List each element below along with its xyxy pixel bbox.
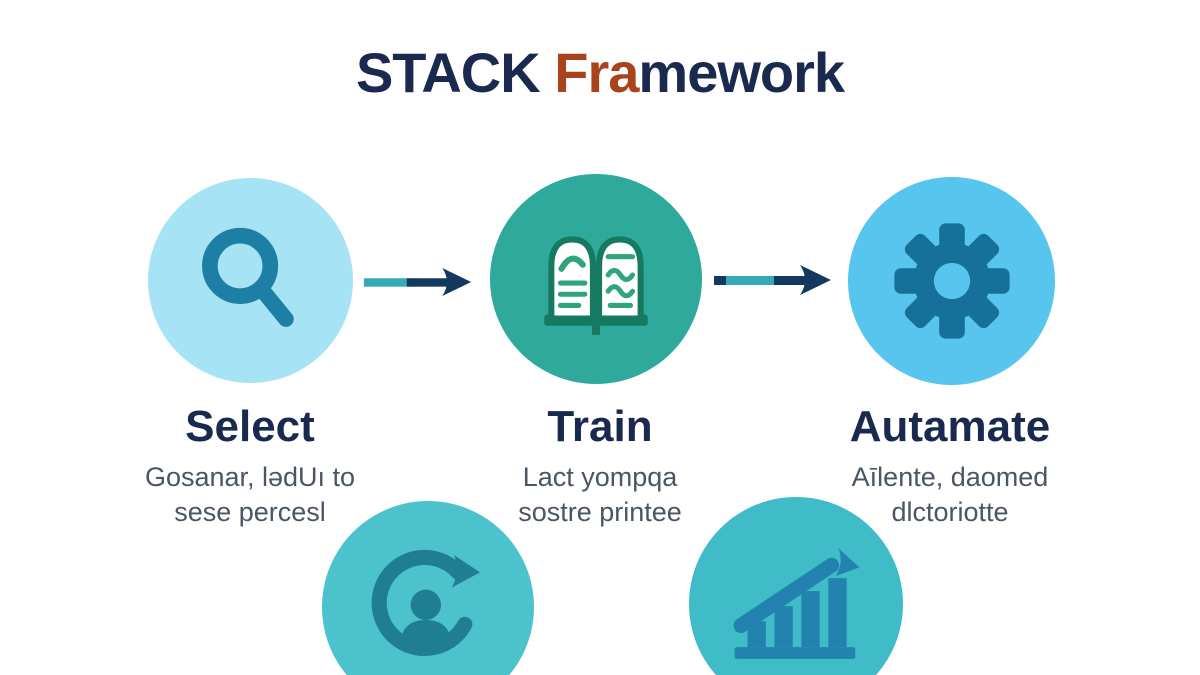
- automate-desc-line2: dlctoriotte: [891, 497, 1009, 527]
- automate-step-title: Autamate: [849, 402, 1051, 451]
- automate-step-label-group: Autamate Aīlente, daomed dlctoriotte: [780, 402, 1120, 530]
- human-in-loop-icon: [363, 542, 493, 672]
- automate-step-description: Aīlente, daomed dlctoriotte: [780, 460, 1120, 530]
- train-step-title: Train: [547, 402, 653, 451]
- human-in-loop-circle: [322, 501, 534, 675]
- title-part-accent: Fra: [554, 41, 639, 104]
- page-title: STACK Framework: [0, 40, 1200, 105]
- select-step-description: Gosanar, lǝdUı to sese percesl: [80, 460, 420, 530]
- select-step-label-group: Select Gosanar, lǝdUı to sese percesl: [80, 402, 420, 530]
- growth-chart-icon: [726, 539, 866, 669]
- train-desc-line2: sostre printee: [518, 497, 682, 527]
- open-book-icon: [530, 218, 662, 340]
- gear-icon: [888, 217, 1016, 345]
- automate-desc-line1: Aīlente, daomed: [851, 462, 1049, 492]
- title-part-rest: mework: [638, 41, 845, 104]
- train-step-label-group: Train Lact yompqa sostre printee: [430, 402, 770, 530]
- select-desc-line1: Gosanar, lǝdUı to: [144, 462, 356, 492]
- select-step-circle: [148, 178, 353, 383]
- train-step-description: Lact yompqa sostre printee: [430, 460, 770, 530]
- select-desc-line2: sese percesl: [174, 497, 326, 527]
- automate-step-circle: [848, 177, 1055, 385]
- train-desc-line1: Lact yompqa: [522, 462, 678, 492]
- magnifier-icon: [188, 218, 313, 343]
- arrow-train-to-automate-icon: [710, 263, 838, 297]
- select-step-title: Select: [185, 402, 315, 451]
- train-step-circle: [490, 174, 702, 384]
- title-part-stack: STACK: [355, 41, 555, 104]
- growth-chart-circle: [689, 497, 903, 675]
- arrow-select-to-train-icon: [362, 265, 474, 299]
